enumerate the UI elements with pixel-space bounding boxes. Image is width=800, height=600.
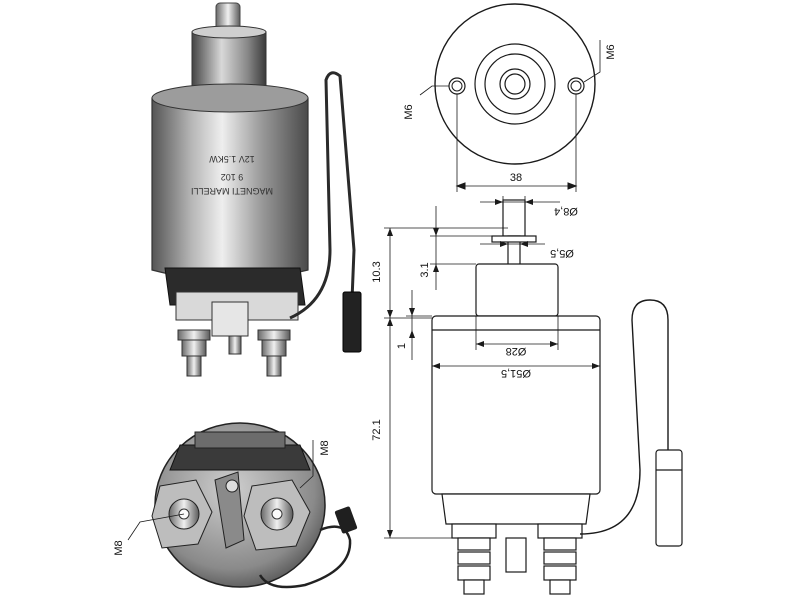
top-view-drawing	[419, 3, 601, 192]
dim-body-length: 72.1	[371, 419, 383, 440]
solenoid-side-photo: MAGNETI MARELLI 9 102 12V 1.5KW	[151, 2, 362, 377]
plunger-top	[502, 199, 526, 237]
body-outline	[431, 315, 601, 495]
terminal-end-photo	[151, 422, 358, 589]
svg-text:9 102: 9 102	[221, 172, 244, 182]
terminal-bolt-right	[257, 329, 291, 377]
dim-collar-diameter: Ø28	[506, 345, 527, 357]
center-terminal	[228, 335, 242, 355]
flange-outline	[434, 3, 596, 165]
terminal-bolt-left	[177, 329, 211, 377]
flange-inner-ring-1	[474, 43, 556, 125]
m8-right-label: M8	[319, 440, 331, 455]
side-view-drawing	[431, 199, 683, 595]
wire-lead	[289, 71, 356, 320]
dim-plunger-diameter: Ø8,4	[554, 205, 578, 217]
svg-text:12V 1.5KW: 12V 1.5KW	[209, 154, 255, 164]
side-terminal-right	[537, 523, 583, 595]
end-terminal-right	[243, 479, 311, 551]
dim-body-diameter: Ø51,5	[501, 367, 531, 379]
solenoid-housing	[151, 87, 309, 281]
svg-text:MAGNETI MARELLI: MAGNETI MARELLI	[191, 186, 273, 196]
solenoid-neck	[191, 31, 267, 88]
housing-stamp: MAGNETI MARELLI 9 102 12V 1.5KW	[191, 154, 273, 196]
dim-plunger-step: 3.1	[419, 262, 431, 277]
dim-plunger-travel: 10.3	[371, 261, 383, 282]
side-wire-connector	[655, 449, 683, 547]
side-wire	[579, 299, 669, 535]
m6-right-label: M6	[605, 44, 617, 59]
dim-38-label: 38	[510, 172, 522, 184]
m8-leaders	[127, 440, 314, 541]
side-terminal-left	[451, 523, 497, 595]
wire-connector	[342, 291, 362, 353]
m6-left-label: M6	[403, 104, 415, 119]
dim-shaft-diameter: Ø5,5	[550, 247, 574, 259]
m8-left-label: M8	[113, 540, 125, 555]
side-dimensions	[384, 196, 600, 539]
dim-gap: 1	[396, 343, 408, 349]
side-dimension-arrows	[387, 199, 600, 538]
collar	[475, 263, 559, 317]
